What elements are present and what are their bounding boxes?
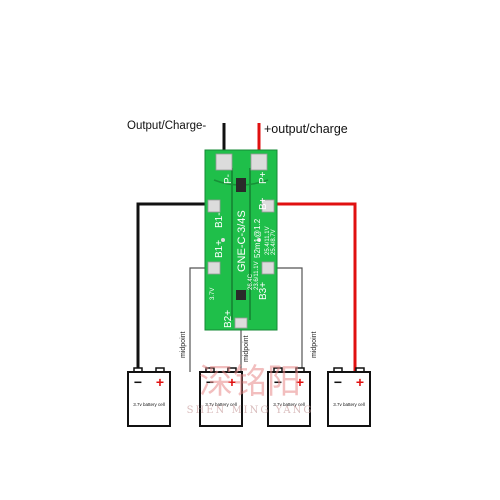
pad-b-plus bbox=[261, 199, 275, 213]
output-charge-negative-label: Output/Charge- bbox=[127, 120, 207, 132]
battery-cell: −+3.7v battery cell bbox=[199, 367, 243, 427]
battery-body bbox=[327, 371, 371, 427]
battery-label: 3.7v battery cell bbox=[333, 402, 365, 407]
pad-label-p-minus: P- bbox=[223, 174, 234, 184]
b-positive-wire bbox=[268, 202, 357, 372]
resistor bbox=[221, 238, 225, 242]
pad-label-b1-minus: B1- bbox=[214, 212, 225, 228]
midpoint-label-left: midpoint bbox=[180, 331, 187, 358]
ic-chip bbox=[236, 178, 246, 192]
board-side-left-text: 3.7V bbox=[210, 288, 216, 300]
battery-plus-sign: + bbox=[296, 374, 304, 390]
battery-label: 3.7v battery cell bbox=[273, 402, 305, 407]
battery-body bbox=[199, 371, 243, 427]
battery-cell: −+3.7v battery cell bbox=[327, 367, 371, 427]
ic-chip bbox=[236, 290, 246, 300]
output-charge-positive-label: +output/charge bbox=[264, 122, 348, 136]
watermark-sub: SHEN MING YANG bbox=[187, 405, 314, 416]
battery-label: 3.7v battery cell bbox=[205, 402, 237, 407]
pad-p-plus bbox=[250, 153, 268, 171]
board-mid-text-2: 23.6/11.1V bbox=[254, 261, 260, 290]
battery-plus-sign: + bbox=[356, 374, 364, 390]
battery-minus-sign: − bbox=[206, 374, 214, 390]
board-part-number: 52m1@1.2 bbox=[253, 218, 262, 258]
battery-plus-sign: + bbox=[228, 374, 236, 390]
pad-b1-minus bbox=[207, 199, 221, 213]
board-model-text: GNE-C-3/4S bbox=[236, 210, 248, 272]
battery-label: 3.7v battery cell bbox=[133, 402, 165, 407]
pad-label-b-plus: B+ bbox=[258, 197, 269, 210]
battery-plus-sign: + bbox=[156, 374, 164, 390]
battery-minus-sign: − bbox=[134, 374, 142, 390]
pad-label-b1-plus: B1+ bbox=[214, 240, 225, 258]
midpoint-wire-right bbox=[268, 267, 303, 372]
board-side-right-text: 25.4/11.1V bbox=[265, 226, 271, 255]
battery-minus-sign: − bbox=[274, 374, 282, 390]
pad-label-b2-plus: B2+ bbox=[223, 310, 234, 328]
pad-p-minus bbox=[215, 153, 233, 171]
bms-board: GNE-C-3/4S 52m1@1.2 P- P+ B+ B1- B1+ B3+… bbox=[204, 149, 278, 331]
pad-b2-plus bbox=[234, 317, 248, 329]
pad-label-b3-plus: B3+ bbox=[258, 282, 269, 300]
watermark-main: 深铭阳 bbox=[199, 362, 301, 402]
battery-cell: −+3.7v battery cell bbox=[127, 367, 171, 427]
battery-cells: −+3.7v battery cell−+3.7v battery cell−+… bbox=[127, 367, 371, 427]
battery-cell: −+3.7v battery cell bbox=[267, 367, 311, 427]
battery-body bbox=[267, 371, 311, 427]
midpoint-label-right: midpoint bbox=[311, 331, 318, 358]
board-side-right-text-2: 25.4/8.7V bbox=[271, 229, 277, 255]
pad-label-p-plus: P+ bbox=[258, 171, 269, 184]
pad-b1-plus bbox=[207, 261, 221, 275]
battery-body bbox=[127, 371, 171, 427]
pad-b3-plus bbox=[261, 261, 275, 275]
midpoint-label-center: midpoint bbox=[243, 335, 250, 362]
b1-negative-wire bbox=[136, 202, 214, 372]
resistor bbox=[257, 238, 261, 242]
board-mid-text: 26.4C bbox=[248, 273, 254, 290]
battery-minus-sign: − bbox=[334, 374, 342, 390]
